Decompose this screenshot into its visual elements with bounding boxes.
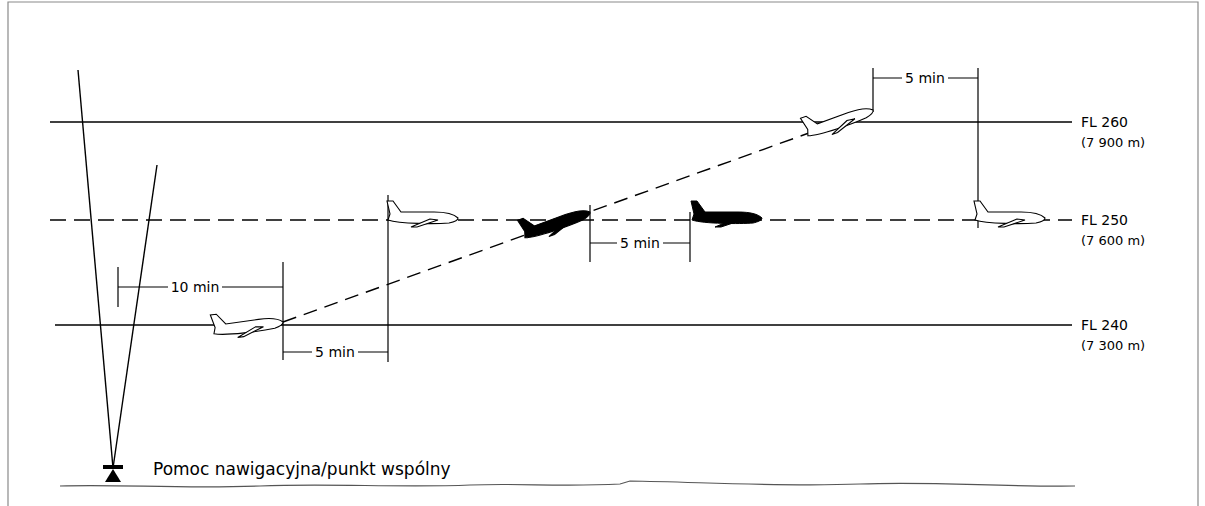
cone-line (113, 165, 157, 468)
flight-level-label: FL 240 (1078, 317, 1131, 333)
flight-level-label: FL 260 (1078, 114, 1131, 130)
cone-line (78, 70, 113, 468)
flight-level-line (50, 121, 1072, 122)
nav-aid-symbol (103, 465, 123, 482)
time-label: 5 min (312, 344, 358, 360)
nav-aid-label: Pomoc nawigacyjna/punkt wspólny (150, 460, 454, 480)
ground-line (60, 481, 1075, 487)
time-markers (118, 68, 978, 362)
frame (8, 2, 1198, 506)
aircraft (210, 94, 1045, 341)
flight-level-label: FL 250 (1078, 212, 1131, 228)
altitude-label: (7 900 m) (1078, 136, 1148, 151)
time-label: 5 min (617, 235, 663, 251)
flight-level-line (55, 324, 1072, 325)
altitude-label: (7 600 m) (1078, 234, 1148, 249)
climb-path (283, 110, 873, 322)
time-label: 5 min (902, 70, 948, 86)
altitude-label: (7 300 m) (1078, 339, 1148, 354)
time-label: 10 min (168, 279, 223, 295)
